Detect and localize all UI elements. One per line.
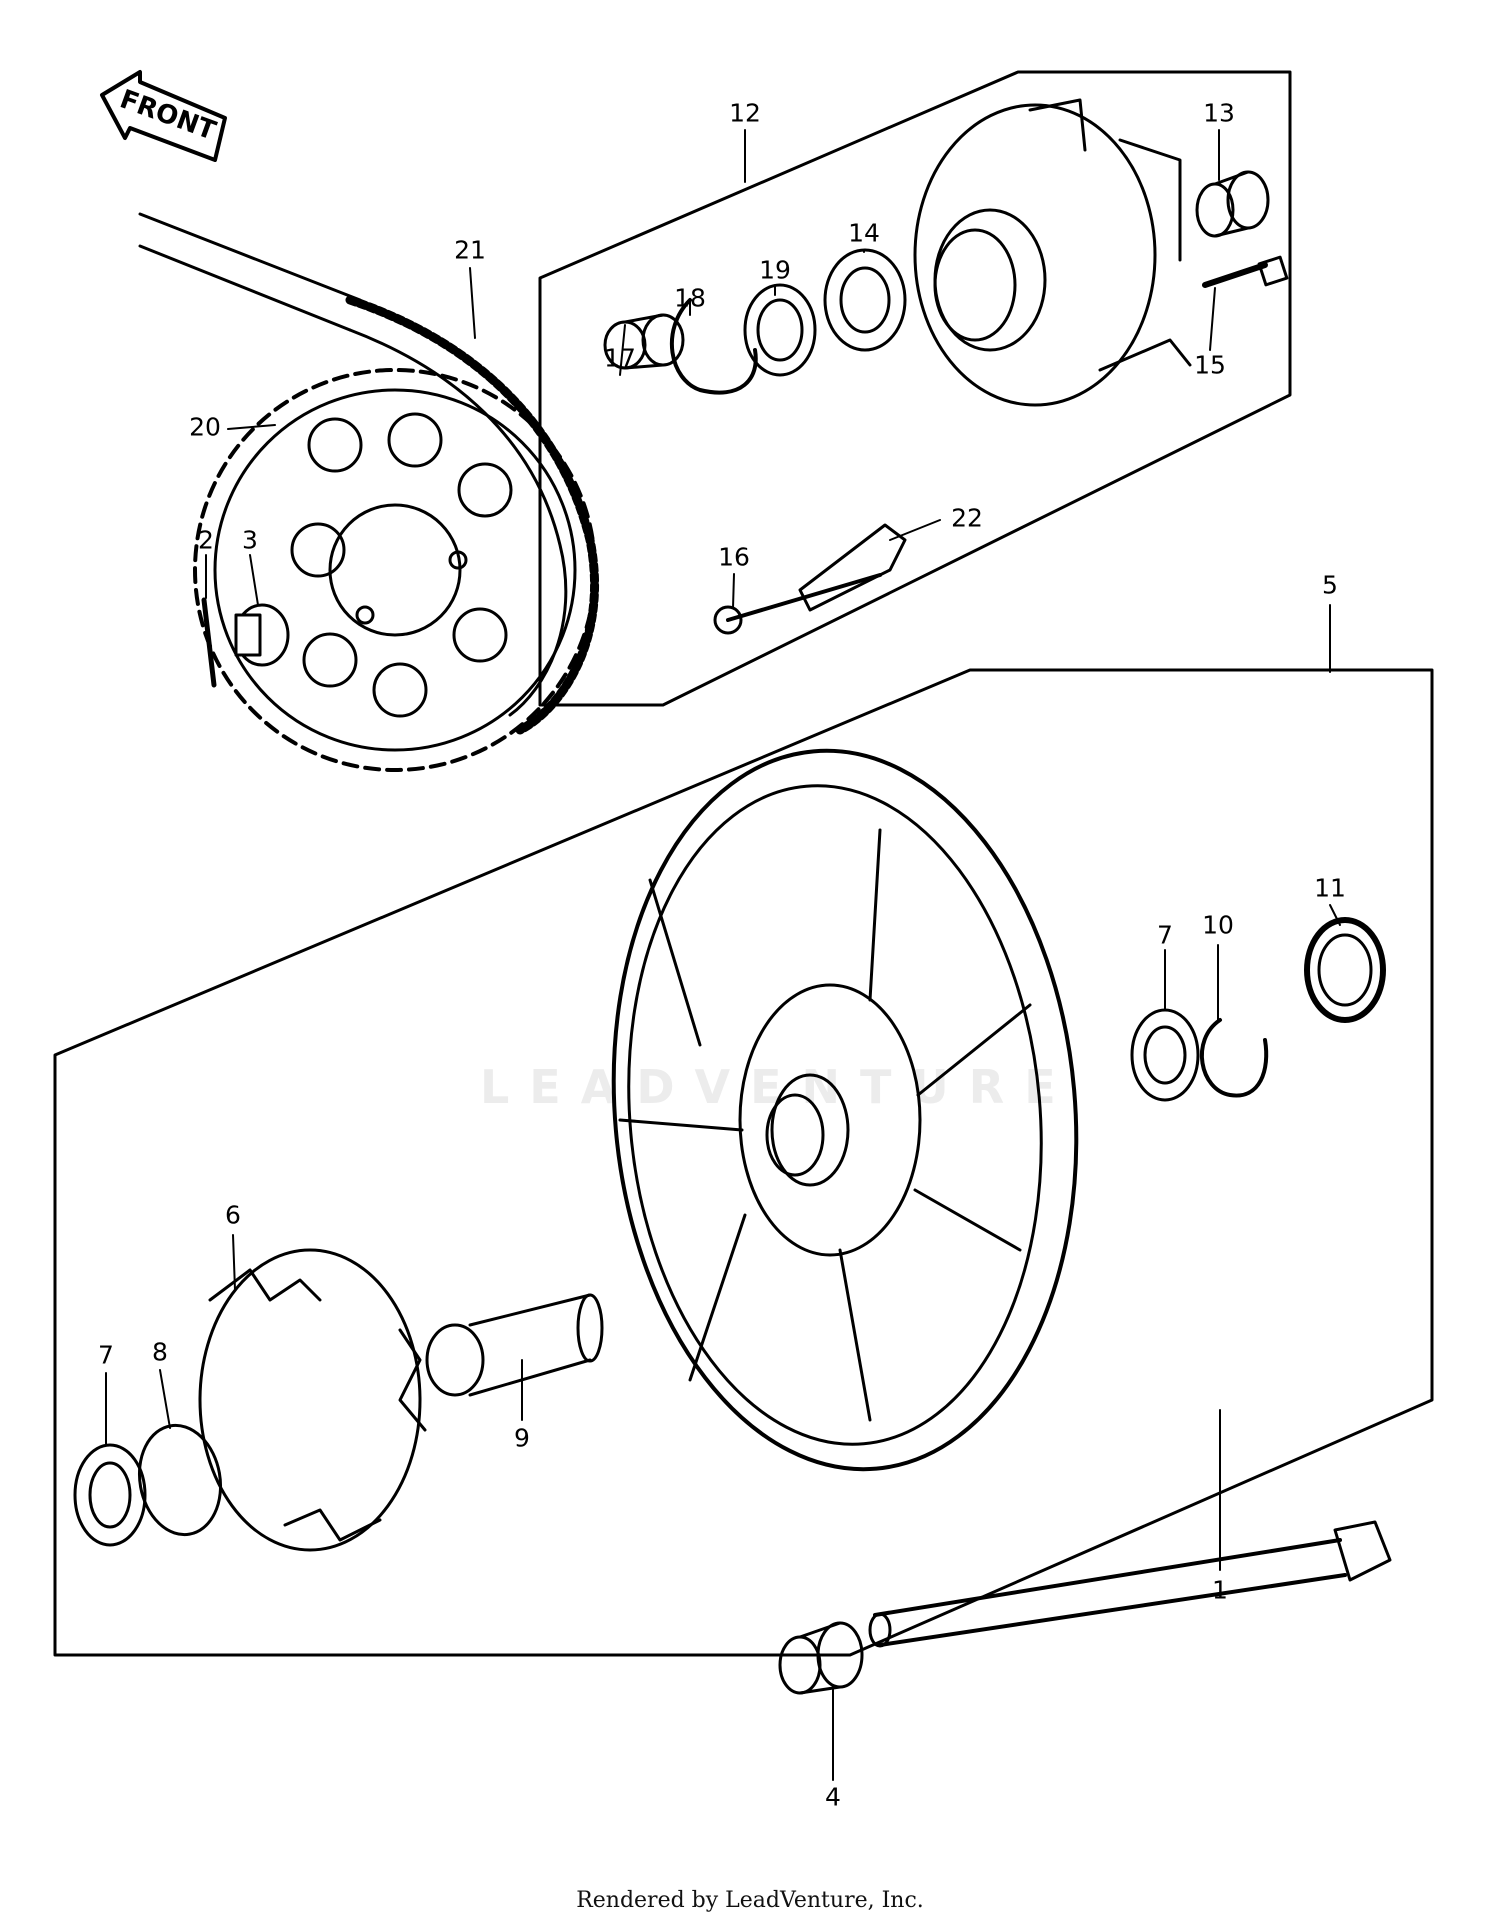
sprocket-hub bbox=[913, 98, 1192, 407]
callout-9: 9 bbox=[514, 1423, 530, 1453]
oil-seal-19 bbox=[743, 283, 817, 377]
cotter-pin bbox=[201, 597, 217, 688]
callout-6: 6 bbox=[225, 1200, 241, 1230]
rear-axle bbox=[868, 1520, 1392, 1648]
lock-plate-22 bbox=[798, 523, 907, 612]
circlip-10 bbox=[1200, 1018, 1269, 1098]
castle-nut bbox=[234, 603, 290, 667]
oil-seal-11 bbox=[1304, 917, 1386, 1023]
drive-chain bbox=[138, 212, 599, 735]
sprocket bbox=[193, 368, 597, 772]
group-box-5 bbox=[53, 668, 1434, 1657]
o-ring-8 bbox=[137, 1423, 223, 1537]
callout-2: 2 bbox=[198, 525, 214, 555]
callout-21: 21 bbox=[454, 235, 486, 265]
collar-13 bbox=[1195, 170, 1270, 238]
callout-7-right: 7 bbox=[1157, 920, 1173, 950]
wheel-collar-9 bbox=[425, 1293, 604, 1397]
cast-wheel bbox=[611, 748, 1079, 1472]
callout-13: 13 bbox=[1203, 98, 1235, 128]
callout-18: 18 bbox=[674, 283, 706, 313]
callout-14: 14 bbox=[848, 218, 880, 248]
bolt-15 bbox=[1202, 255, 1289, 288]
front-arrow: FRONT bbox=[100, 70, 227, 162]
callout-10: 10 bbox=[1202, 910, 1234, 940]
callout-11: 11 bbox=[1314, 873, 1346, 903]
render-credit: Rendered by LeadVenture, Inc. bbox=[576, 1888, 924, 1913]
callout-16: 16 bbox=[718, 542, 750, 572]
callout-4: 4 bbox=[825, 1782, 841, 1812]
collar bbox=[603, 313, 685, 370]
callout-5: 5 bbox=[1322, 570, 1338, 600]
leader-lines bbox=[105, 129, 1341, 1781]
callout-20: 20 bbox=[189, 412, 221, 442]
callout-15: 15 bbox=[1194, 350, 1226, 380]
callout-1: 1 bbox=[1212, 1575, 1228, 1605]
circlip-18 bbox=[669, 298, 758, 395]
nut-16 bbox=[713, 573, 882, 635]
callout-7-left: 7 bbox=[98, 1340, 114, 1370]
callout-8: 8 bbox=[152, 1337, 168, 1367]
callout-22: 22 bbox=[951, 503, 983, 533]
callout-3: 3 bbox=[242, 525, 258, 555]
callout-19: 19 bbox=[759, 255, 791, 285]
group-box-12 bbox=[538, 70, 1292, 707]
callout-12: 12 bbox=[729, 98, 761, 128]
wheel-damper bbox=[198, 1248, 427, 1552]
axle-collar-4 bbox=[778, 1621, 864, 1695]
bearing-14 bbox=[823, 248, 907, 352]
bearing-7-right bbox=[1130, 1008, 1200, 1102]
watermark: LEADVENTURE bbox=[480, 1060, 1076, 1114]
bearing-7-left bbox=[73, 1443, 147, 1547]
callout-17: 17 bbox=[604, 343, 636, 373]
